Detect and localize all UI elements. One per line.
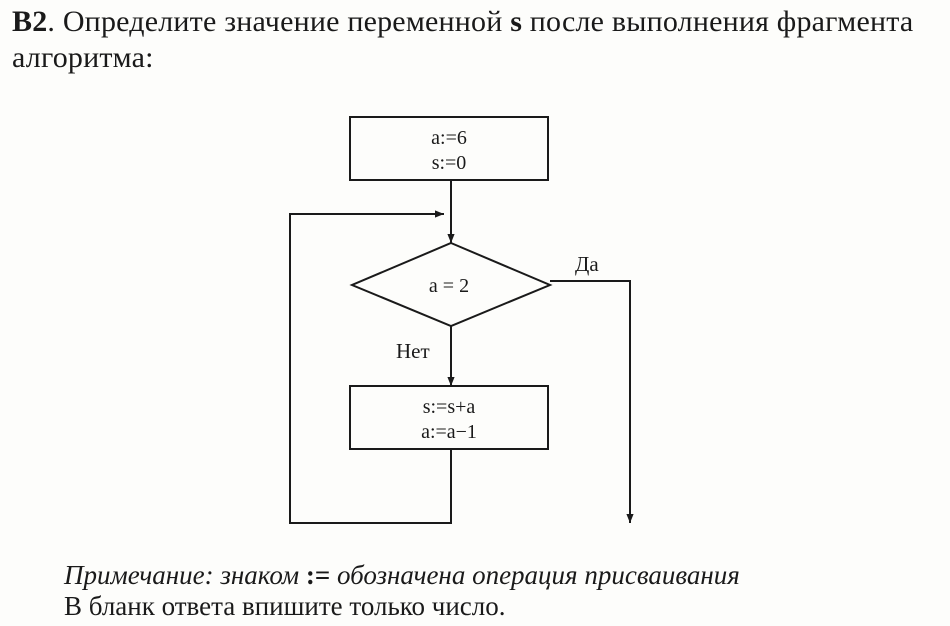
init-block-line1: a:=6 [431, 127, 467, 149]
loop-body-line1: s:=s+a [423, 396, 476, 418]
loop-body-block [349, 385, 549, 450]
note-text-before: знаком [213, 560, 306, 590]
question-text: B2. Определите значение переменной s пос… [12, 4, 942, 76]
answer-instruction: В бланк ответа впишите только число. [64, 591, 506, 621]
question-text-after: после выполнения фрагмента алгоритма: [12, 5, 914, 74]
question-variable: s [510, 5, 523, 38]
note-text-after: обозначена операция присваивания [330, 560, 740, 590]
question-text-before: . Определите значение переменной [47, 5, 511, 38]
init-block-line2: s:=0 [432, 152, 467, 174]
condition-text: a = 2 [429, 275, 469, 297]
no-label: Нет [396, 339, 430, 363]
note-operator: := [305, 560, 331, 590]
init-block [349, 116, 549, 181]
note-label: Примечание: [64, 560, 214, 590]
question-number: B2 [12, 5, 48, 38]
loop-back-line [289, 210, 452, 524]
yes-label: Да [575, 252, 599, 276]
yes-branch-line [550, 280, 634, 523]
loop-body-line2: a:=a−1 [421, 421, 477, 443]
note-text: Примечание: знаком := обозначена операци… [64, 559, 740, 591]
